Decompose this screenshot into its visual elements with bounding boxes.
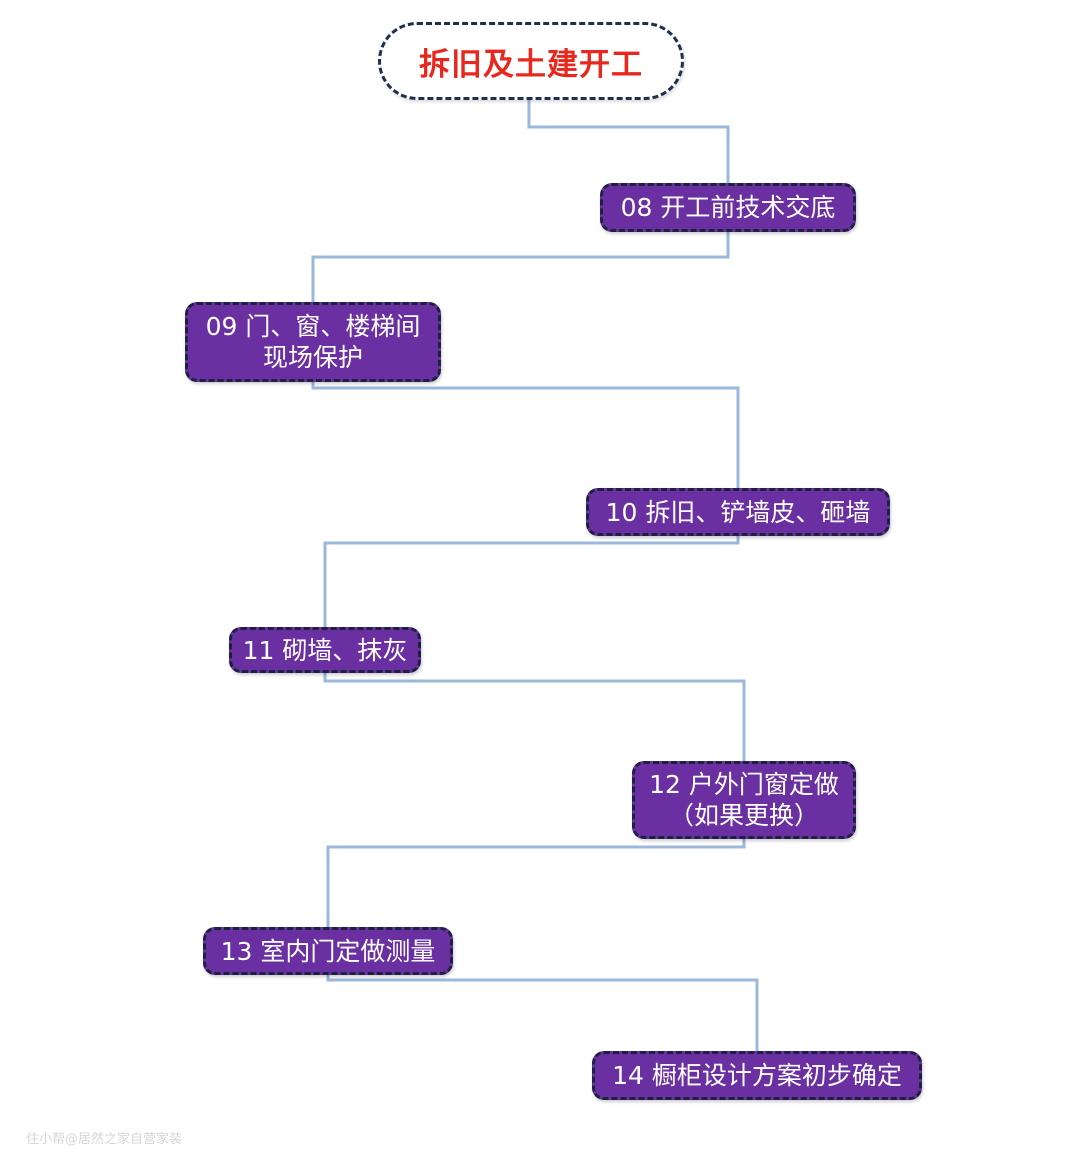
step-10-node: 10 拆旧、铲墙皮、砸墙 — [586, 488, 890, 536]
step-13-label: 13 室内门定做测量 — [220, 936, 436, 966]
title-node: 拆旧及土建开工 — [378, 22, 684, 100]
step-14-label: 14 橱柜设计方案初步确定 — [612, 1061, 902, 1090]
connector-title-to-08 — [527, 100, 730, 183]
step-09-label-line-1: 09 门、窗、楼梯间 — [205, 312, 421, 341]
step-12-label-line-1: 12 户外门窗定做 — [649, 770, 839, 799]
step-08-node: 08 开工前技术交底 — [600, 183, 856, 232]
step-10-label: 10 拆旧、铲墙皮、砸墙 — [605, 497, 871, 527]
step-11-node: 11 砌墙、抹灰 — [229, 627, 421, 673]
title-text: 拆旧及土建开工 — [419, 46, 643, 83]
step-13-node: 13 室内门定做测量 — [203, 927, 453, 975]
watermark-text: 住小帮@居然之家自营家装 — [26, 1132, 183, 1147]
connector-10-to-11 — [323, 536, 740, 627]
step-09-label-line-2: 现场保护 — [262, 343, 363, 372]
connector-09-to-10 — [311, 382, 740, 488]
connector-08-to-09 — [311, 232, 730, 302]
connector-11-to-12 — [323, 673, 746, 761]
step-14-node: 14 橱柜设计方案初步确定 — [592, 1051, 922, 1100]
connector-12-to-13 — [326, 839, 746, 927]
step-12-label-line-2: （如果更换） — [668, 801, 819, 830]
connector-13-to-14 — [326, 975, 759, 1051]
step-12-node: 12 户外门窗定做 （如果更换） — [632, 761, 856, 839]
step-11-label: 11 砌墙、抹灰 — [242, 635, 408, 665]
step-09-node: 09 门、窗、楼梯间 现场保护 — [185, 302, 441, 382]
step-08-label: 08 开工前技术交底 — [620, 193, 836, 222]
